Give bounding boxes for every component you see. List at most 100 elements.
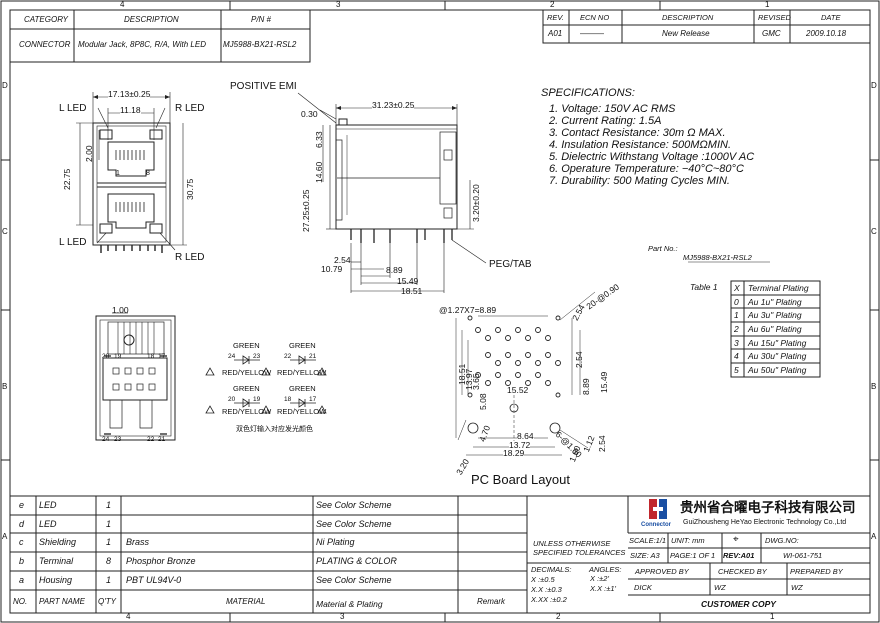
rev-field: REV:A01	[723, 551, 755, 560]
ecn-value: ———	[580, 29, 604, 38]
plating-row-code: 5	[734, 365, 739, 375]
checked-by-value: WZ	[714, 583, 726, 592]
front-width-dim: 17.13±0.25	[108, 89, 151, 99]
plating-row-value: Au 30u" Plating	[748, 351, 807, 361]
scale-field: SCALE:1/1	[629, 536, 667, 545]
zone-row-left-a: A	[2, 532, 8, 541]
dwg-no-label: DWG.NO:	[765, 536, 799, 545]
led-pin-19: 19	[253, 396, 261, 403]
approved-by-label: APPROVED BY	[635, 567, 689, 576]
side-dim-8-89: 8.89	[386, 265, 403, 275]
angle-tolerance-x: X :±2'	[590, 574, 609, 583]
plating-row-value: Au 50u" Plating	[748, 365, 807, 375]
category-label: CATEGORY	[24, 15, 69, 24]
front-inner-dim: 11.18	[120, 105, 141, 115]
led-bottom-right-label: R LED	[175, 252, 205, 263]
side-view	[297, 92, 487, 293]
unit-field: UNIT: mm	[671, 536, 705, 545]
led-red-yellow-label: RED/YELLOW	[277, 407, 327, 416]
spec-item-temperature: 6. Operature Temperature: −40°C~80°C	[549, 163, 744, 175]
zone-col-top-1: 1	[765, 0, 770, 9]
bom-row-qty: 1	[106, 500, 112, 510]
bom-header-part: PART NAME	[39, 597, 85, 606]
zone-row-left-c: C	[2, 227, 8, 236]
zone-col-top-3: 3	[336, 0, 341, 9]
bottom-pin-22: 22	[147, 436, 155, 443]
spec-item-dielectric: 5. Dielectric Withstang Voltage :1000V A…	[549, 151, 755, 163]
company-logo	[649, 499, 667, 519]
tolerance-xxx: X.XX :±0.2	[531, 595, 567, 604]
bom-header-plating: Material & Plating	[316, 599, 383, 609]
pcb-dim-2-54-b: 2.54	[574, 351, 584, 368]
led-red-yellow-label: RED/YELLOW	[222, 407, 272, 416]
led-pin-22: 22	[284, 353, 292, 360]
angle-tolerance-xx: X.X :±1'	[590, 584, 616, 593]
company-name-cn: 贵州省合曜电子科技有限公司	[680, 500, 856, 516]
bom-row-material: Phosphor Bronze	[126, 556, 196, 566]
bottom-pin-23: 23	[114, 436, 122, 443]
logo-caption: Connector	[641, 522, 671, 528]
side-dim-3-20: 3.20±0.20	[471, 184, 481, 222]
spec-item-current: 2. Current Rating: 1.5A	[549, 115, 662, 127]
peg-tab-label: PEG/TAB	[489, 259, 532, 270]
front-pin-8: 8	[146, 170, 150, 177]
pcb-dim-pitch: @1.27X7=8.89	[439, 305, 497, 315]
zone-row-left-b: B	[2, 382, 8, 391]
tolerances-label: SPECIFIED TOLERANCES	[533, 548, 626, 557]
bom-row-qty: 1	[106, 519, 112, 529]
rev-description-header: DESCRIPTION	[662, 13, 714, 22]
side-dim-10-79: 10.79	[321, 264, 343, 274]
date-value: 2009.10.18	[806, 29, 847, 38]
bom-row-qty: 1	[106, 537, 112, 547]
pn-value: MJ5988-BX21-RSL2	[223, 40, 297, 49]
led-pin-20: 20	[228, 396, 236, 403]
tolerance-xx: X.X :±0.3	[531, 585, 562, 594]
led-top-right-label: R LED	[175, 103, 205, 114]
zone-col-bottom-1: 1	[770, 612, 775, 621]
bom-row-plating: See Color Scheme	[316, 519, 392, 529]
led-red-yellow-label: RED/YELLOW	[277, 368, 327, 377]
pcb-dim-15-52: 15.52	[507, 385, 529, 395]
led-green-label: GREEN	[289, 341, 316, 350]
page-field: PAGE:1 OF 1	[670, 551, 716, 560]
side-dim-14-60: 14.60	[314, 161, 324, 183]
pcb-dim-18-29: 18.29	[503, 448, 525, 458]
led-top-left-label: L LED	[59, 103, 87, 114]
zone-row-right-a: A	[871, 532, 877, 541]
pcb-dim-15-49: 15.49	[599, 371, 609, 393]
bom-row-plating: Ni Plating	[316, 537, 355, 547]
bottom-view	[95, 312, 176, 441]
plating-row-code: 1	[734, 310, 739, 320]
pcb-layout-title: PC Board Layout	[471, 472, 571, 487]
led-pin-24: 24	[228, 353, 236, 360]
category-value: CONNECTOR	[19, 40, 71, 49]
zone-col-top-2: 2	[550, 0, 555, 9]
front-gap-dim: 2.00	[84, 145, 94, 162]
front-view	[76, 92, 187, 253]
positive-emi-label: POSITIVE EMI	[230, 81, 297, 92]
plating-row-code: 4	[734, 351, 739, 361]
rev-value: A01	[548, 29, 563, 38]
bom-header-qty: Q'TY	[98, 597, 116, 606]
pn-label: P/N #	[251, 15, 272, 24]
date-header: DATE	[821, 13, 841, 22]
side-dim-15-49: 15.49	[397, 276, 419, 286]
spec-item-durability: 7. Durability: 500 Mating Cycles MIN.	[549, 175, 730, 187]
spec-item-contact-resistance: 3. Contact Resistance: 30m Ω MAX.	[549, 127, 726, 139]
plating-table-title: Table 1	[690, 282, 718, 292]
plating-row-value: Au 1u" Plating	[748, 297, 802, 307]
pcb-dim-8-64: 8.64	[517, 431, 534, 441]
bom-row-part: Terminal	[39, 556, 74, 566]
zone-row-right-b: B	[871, 382, 877, 391]
pcb-dim-8-89: 8.89	[581, 378, 591, 395]
bottom-pin-24: 24	[102, 436, 110, 443]
revised-header: REVISED	[758, 13, 791, 22]
led-scheme	[205, 355, 327, 414]
spec-item-voltage: 1. Voltage: 150V AC RMS	[549, 103, 676, 115]
side-dim-height: 27.25±0.25	[301, 189, 311, 232]
decimals-label: DECIMALS:	[531, 565, 572, 574]
zone-col-bottom-3: 3	[340, 612, 345, 621]
bottom-pin-20: 20	[102, 353, 110, 360]
bom-row-no: d	[19, 519, 25, 529]
bom-row-part: LED	[39, 519, 57, 529]
